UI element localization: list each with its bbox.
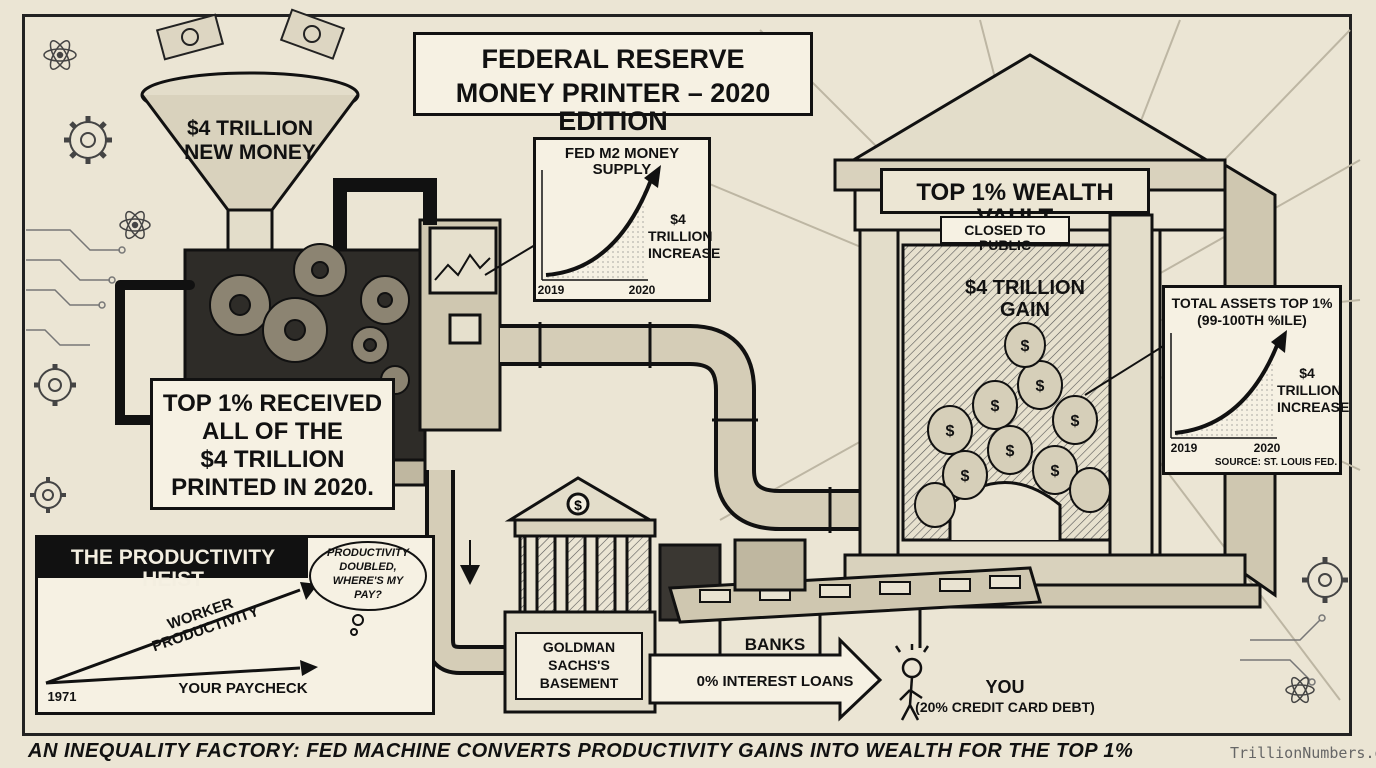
atom-icon — [1285, 676, 1315, 704]
assets-source: SOURCE: ST. LOUIS FED. — [1214, 457, 1338, 468]
assets-note-2: TRILLION — [1277, 382, 1342, 398]
heist-title: THE PRODUCTIVITY HEIST — [70, 546, 276, 592]
you-label: YOU — [985, 677, 1025, 697]
goldman-line-2: SACHS'S — [548, 657, 610, 673]
assets-chart-plot — [1170, 330, 1287, 439]
dollar-icon: $ — [946, 423, 955, 440]
dollar-icon: $ — [1036, 378, 1045, 395]
basement-pipe — [425, 470, 515, 675]
assets-note-3: INCREASE — [1277, 399, 1350, 415]
assets-chart-box: TOTAL ASSETS TOP 1% (99-100TH %ILE) $4 T… — [1162, 285, 1350, 475]
assets-curve — [1174, 342, 1280, 435]
title-line-2: MONEY PRINTER – 2020 EDITION — [455, 78, 771, 137]
assets-area — [1175, 350, 1275, 438]
gear-icon — [30, 477, 66, 513]
funnel-label-line-2: NEW MONEY — [184, 141, 316, 164]
m2-arrowhead — [644, 165, 661, 188]
thought-line-1: PRODUCTIVITY — [327, 547, 409, 559]
dollar-icon: $ — [1051, 463, 1060, 480]
heist-chart — [45, 541, 427, 685]
assets-note-1: $4 — [1299, 365, 1315, 381]
m2-chart-plot — [541, 165, 661, 281]
you-debt-label: (20% CREDIT CARD DEBT) — [915, 699, 1095, 715]
assets-x-end: 2020 — [1253, 441, 1281, 455]
main-pipe — [500, 322, 870, 533]
vault-title-banner: TOP 1% WEALTH VAULT — [880, 168, 1150, 230]
atom-icon — [43, 40, 77, 70]
flying-banknote — [155, 8, 346, 61]
assets-title-1: TOTAL ASSETS TOP 1% — [1171, 295, 1333, 311]
funnel-label-line-1: $4 TRILLION — [186, 117, 313, 140]
received-line-1: TOP 1% RECEIVED — [162, 390, 383, 417]
gear-icon — [1302, 557, 1348, 603]
m2-x-end: 2020 — [628, 283, 656, 297]
title-line-1: FEDERAL RESERVE — [481, 44, 745, 74]
closed-sign: CLOSED TO PUBLIC — [940, 216, 1070, 252]
m2-note-2: TRILLION — [648, 228, 713, 244]
circuit-traces — [26, 229, 1326, 686]
thought-line-2: DOUBLED, — [339, 561, 397, 573]
m2-area — [546, 185, 646, 280]
received-line-3: $4 TRILLION — [200, 446, 345, 473]
dollar-icon: $ — [1021, 338, 1030, 355]
m2-curve — [545, 179, 653, 277]
thought-line-4: PAY? — [354, 589, 382, 601]
dollar-icon: $ — [574, 497, 582, 513]
gear-icon — [209, 243, 410, 395]
received-box: TOP 1% RECEIVED ALL OF THE $4 TRILLION P… — [150, 378, 395, 510]
worried-person-figure — [894, 644, 930, 721]
money-funnel — [140, 71, 360, 257]
atom-icon — [119, 210, 151, 240]
gear-icon — [34, 364, 76, 406]
received-line-4: PRINTED IN 2020. — [171, 474, 374, 501]
assets-title-2: (99-100TH %ILE) — [1197, 312, 1307, 328]
m2-note-3: INCREASE — [648, 245, 721, 261]
watermark: TrillionNumbers.org — [1230, 744, 1376, 762]
assets-arrowhead — [1271, 330, 1287, 353]
heist-year: 1971 — [47, 689, 77, 704]
m2-chart-title: FED M2 MONEY SUPPLY — [564, 145, 680, 178]
thought-bubble — [309, 541, 427, 611]
vault-gain-line-2: GAIN — [1000, 299, 1050, 321]
dollar-icon: $ — [1071, 413, 1080, 430]
money-bag-pile — [914, 322, 1111, 528]
thought-line-3: WHERE'S MY — [332, 575, 404, 587]
dollar-icon: $ — [961, 468, 970, 485]
goldman-line-3: BASEMENT — [539, 675, 619, 691]
banks-label: BANKS — [744, 635, 806, 654]
heist-title-bar: THE PRODUCTIVITY HEIST — [38, 538, 308, 591]
title-box: FEDERAL RESERVE MONEY PRINTER – 2020 EDI… — [413, 32, 813, 135]
dollar-icon: $ — [1006, 443, 1015, 460]
dollar-icon: $ — [991, 398, 1000, 415]
heist-panel: THE PRODUCTIVITY HEIST WORKER PRODUCTIVI… — [35, 535, 435, 715]
heist-paycheck-label: YOUR PAYCHECK — [178, 680, 308, 697]
m2-x-start: 2019 — [537, 283, 565, 297]
outer-frame — [22, 14, 1352, 736]
callout-lines — [484, 244, 1166, 396]
conveyor-belt — [668, 538, 1042, 655]
loans-arrow — [648, 636, 883, 722]
gear-icon — [64, 116, 112, 164]
loans-label: 0% INTEREST LOANS — [696, 673, 854, 690]
assets-x-start: 2019 — [1170, 441, 1198, 455]
goldman-line-1: GOLDMAN — [542, 639, 616, 655]
m2-chart-box: FED M2 MONEY SUPPLY $4 TRILLION INCREASE… — [533, 137, 721, 302]
bottom-caption: AN INEQUALITY FACTORY: FED MACHINE CONVE… — [28, 740, 1134, 762]
m2-note-1: $4 — [670, 211, 686, 227]
closed-label: CLOSED TO PUBLIC — [964, 222, 1046, 253]
goldman-sign: GOLDMAN SACHS'S BASEMENT — [515, 632, 643, 700]
vault-gain-line-1: $4 TRILLION — [964, 277, 1085, 299]
received-line-2: ALL OF THE — [202, 418, 343, 445]
